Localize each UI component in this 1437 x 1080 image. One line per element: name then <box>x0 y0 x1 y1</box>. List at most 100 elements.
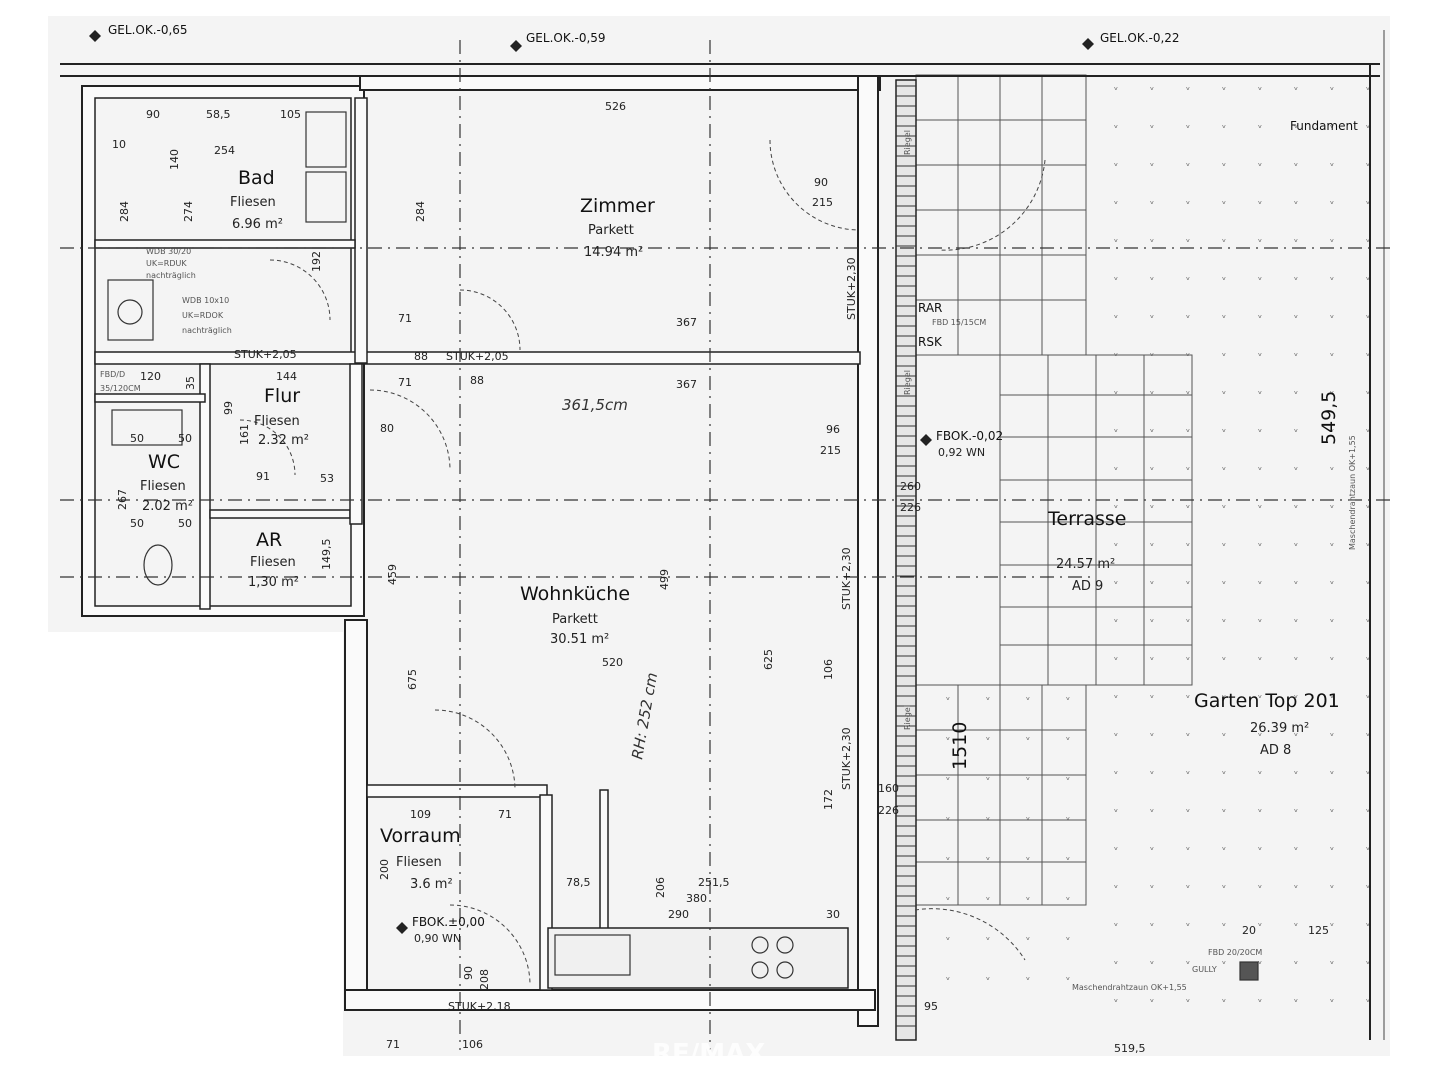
label-wdb1b: UK=RDUK <box>146 259 187 268</box>
grass-mark: ᵥ <box>946 772 950 783</box>
dim-label: 71 <box>398 376 412 389</box>
grass-mark: ᵥ <box>1330 500 1334 511</box>
grass-mark: ᵥ <box>1186 538 1190 549</box>
label-riegel-1: Riegel <box>903 130 912 155</box>
wall-top <box>359 75 881 91</box>
label-fundament: Fundament <box>1290 119 1358 133</box>
dim-label: 109 <box>410 808 431 821</box>
dim-label: 99 <box>222 401 235 415</box>
grass-mark: ᵥ <box>1330 652 1334 663</box>
dim-label: 520 <box>602 656 623 669</box>
label-rsk: RSK <box>918 335 943 349</box>
grass-mark: ᵥ <box>1186 234 1190 245</box>
grass-mark: ᵥ <box>1294 234 1298 245</box>
dim-label: 71 <box>498 808 512 821</box>
dim-label: 206 <box>654 877 667 898</box>
grass-mark: ᵥ <box>1114 842 1118 853</box>
grass-mark: ᵥ <box>1114 804 1118 815</box>
grass-mark: ᵥ <box>1222 842 1226 853</box>
dim-label: 80 <box>380 422 394 435</box>
grass-mark: ᵥ <box>1150 652 1154 663</box>
grass-mark: ᵥ <box>1150 272 1154 283</box>
grass-mark: ᵥ <box>1330 690 1334 701</box>
label-fbd-wc: FBD/D <box>100 370 125 379</box>
dim-label: 95 <box>924 1000 938 1013</box>
grass-mark: ᵥ <box>1222 690 1226 701</box>
grass-mark: ᵥ <box>1258 728 1262 739</box>
grass-mark: ᵥ <box>1330 880 1334 891</box>
grass-mark: ᵥ <box>1258 614 1262 625</box>
grass-mark: ᵥ <box>1222 918 1226 929</box>
room-wohnkueche-name: Wohnküche <box>520 583 630 605</box>
gully-grate <box>1239 961 1259 981</box>
label-fbd-gully: FBD 20/20CM <box>1208 948 1262 957</box>
grass-mark: ᵥ <box>1114 310 1118 321</box>
grass-mark: ᵥ <box>1366 386 1370 397</box>
grass-mark: ᵥ <box>1222 310 1226 321</box>
grass-mark: ᵥ <box>1222 272 1226 283</box>
grass-mark: ᵥ <box>1330 918 1334 929</box>
grass-mark: ᵥ <box>1366 766 1370 777</box>
level-top-right: GEL.OK.-0,22 <box>1100 31 1180 45</box>
grass-mark: ᵥ <box>1294 500 1298 511</box>
kitchen-sink <box>554 934 631 976</box>
grass-mark: ᵥ <box>1114 538 1118 549</box>
grass-mark: ᵥ <box>1114 614 1118 625</box>
dim-label: 526 <box>605 100 626 113</box>
door-swings <box>239 139 1046 986</box>
dim-label: 58,5 <box>206 108 231 121</box>
label-riegel-2: Riegel <box>903 370 912 395</box>
grass-mark: ᵥ <box>1066 732 1070 743</box>
label-wdb2c: nachträglich <box>182 326 232 335</box>
grass-mark: ᵥ <box>1150 82 1154 93</box>
label-wdb1: WDB 30/20 <box>146 247 191 256</box>
room-bad-name: Bad <box>238 167 275 189</box>
grass-mark: ᵥ <box>1258 804 1262 815</box>
grass-mark: ᵥ <box>1294 614 1298 625</box>
grass-mark: ᵥ <box>1294 310 1298 321</box>
dim-label: 254 <box>214 144 235 157</box>
grass-mark: ᵥ <box>1026 772 1030 783</box>
grass-mark: ᵥ <box>1330 614 1334 625</box>
room-garten-name: Garten Top 201 <box>1194 690 1340 712</box>
grass-mark: ᵥ <box>1258 158 1262 169</box>
label-hand-dim: 361,5cm <box>562 396 628 414</box>
dim-label: 274 <box>182 201 195 222</box>
grass-mark: ᵥ <box>1366 538 1370 549</box>
grass-mark: ᵥ <box>986 972 990 983</box>
grass-mark: ᵥ <box>1186 994 1190 1005</box>
dim-label: 20 <box>1242 924 1256 937</box>
grass-mark: ᵥ <box>1294 956 1298 967</box>
grass-mark: ᵥ <box>1294 576 1298 587</box>
dim-label: 96 <box>826 423 840 436</box>
grass-mark: ᵥ <box>1150 310 1154 321</box>
grass-mark: ᵥ <box>1186 804 1190 815</box>
dim-label: 172 <box>822 789 835 810</box>
room-flur-material: Fliesen <box>254 414 300 429</box>
grass-mark: ᵥ <box>1186 348 1190 359</box>
grass-mark: ᵥ <box>1222 234 1226 245</box>
grass-mark: ᵥ <box>1186 424 1190 435</box>
dim-label: 88 <box>470 374 484 387</box>
grass-mark: ᵥ <box>1294 196 1298 207</box>
dim-label: 284 <box>414 201 427 222</box>
room-garten-code: AD 8 <box>1260 743 1291 758</box>
grass-mark: ᵥ <box>1222 196 1226 207</box>
grass-mark: ᵥ <box>986 932 990 943</box>
dim-label: 88 <box>414 350 428 363</box>
grass-mark: ᵥ <box>986 812 990 823</box>
grass-mark: ᵥ <box>1114 348 1118 359</box>
dim-label: 144 <box>276 370 297 383</box>
grass-mark: ᵥ <box>1150 348 1154 359</box>
watermark-logo: RE/MAX <box>652 1039 765 1069</box>
grass-mark: ᵥ <box>1366 272 1370 283</box>
room-zimmer-name: Zimmer <box>580 195 655 217</box>
grass-mark: ᵥ <box>1366 424 1370 435</box>
grass-mark: ᵥ <box>946 972 950 983</box>
grass-mark: ᵥ <box>1222 348 1226 359</box>
grass-mark: ᵥ <box>1366 310 1370 321</box>
dim-label: 284 <box>118 201 131 222</box>
grass-mark: ᵥ <box>1330 310 1334 321</box>
grass-mark: ᵥ <box>1222 462 1226 473</box>
grass-mark: ᵥ <box>1330 234 1334 245</box>
